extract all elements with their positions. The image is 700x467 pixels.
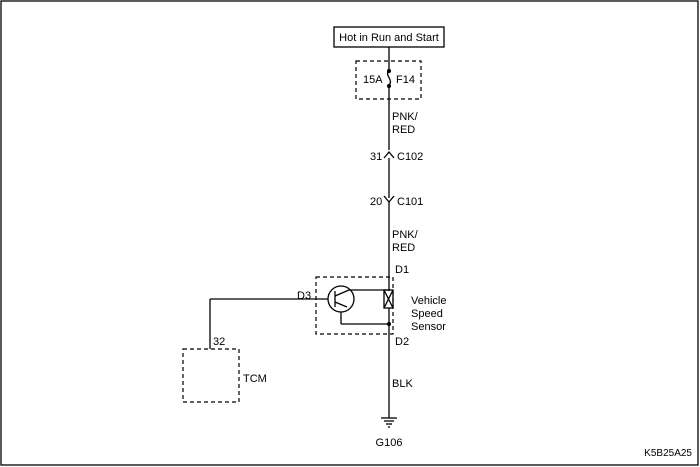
connector-c102-name: C102 <box>397 151 423 163</box>
connector-c101-pin: 20 <box>370 196 382 208</box>
connector-c101-name: C101 <box>397 196 423 208</box>
figure-code: K5B25A25 <box>644 448 692 459</box>
power-source-label: Hot in Run and Start <box>339 32 439 44</box>
tcm-label: TCM <box>243 373 267 385</box>
sensor-label-line3: Sensor <box>411 321 446 333</box>
connector-c102-pin: 31 <box>370 151 382 163</box>
connector-c102-icon <box>383 150 395 159</box>
fuse-rating: 15A <box>363 74 383 86</box>
sensor-label-line2: Speed <box>411 308 443 320</box>
fuse-icon <box>386 69 392 88</box>
tcm-outline <box>182 348 240 403</box>
fuse-name: F14 <box>396 74 415 86</box>
sensor-element-icon <box>383 289 394 309</box>
sensor-label-line1: Vehicle <box>411 295 446 307</box>
sensor-pin-d3: D3 <box>297 290 311 302</box>
wire-color-middle-line1: PNK/ <box>392 229 419 241</box>
wire-color-upper-line1: PNK/ <box>392 111 419 123</box>
wire-color-upper-line2: RED <box>392 124 415 136</box>
wire-color-middle-line2: RED <box>392 242 415 254</box>
wire-color-lower: BLK <box>392 378 413 390</box>
ground-name: G106 <box>376 437 403 449</box>
tcm-pin: 32 <box>213 336 225 348</box>
vehicle-speed-sensor-outline <box>315 276 394 335</box>
sensor-pin-d2: D2 <box>395 336 409 348</box>
sensor-pin-d1: D1 <box>395 264 409 276</box>
ground-icon <box>381 417 397 428</box>
